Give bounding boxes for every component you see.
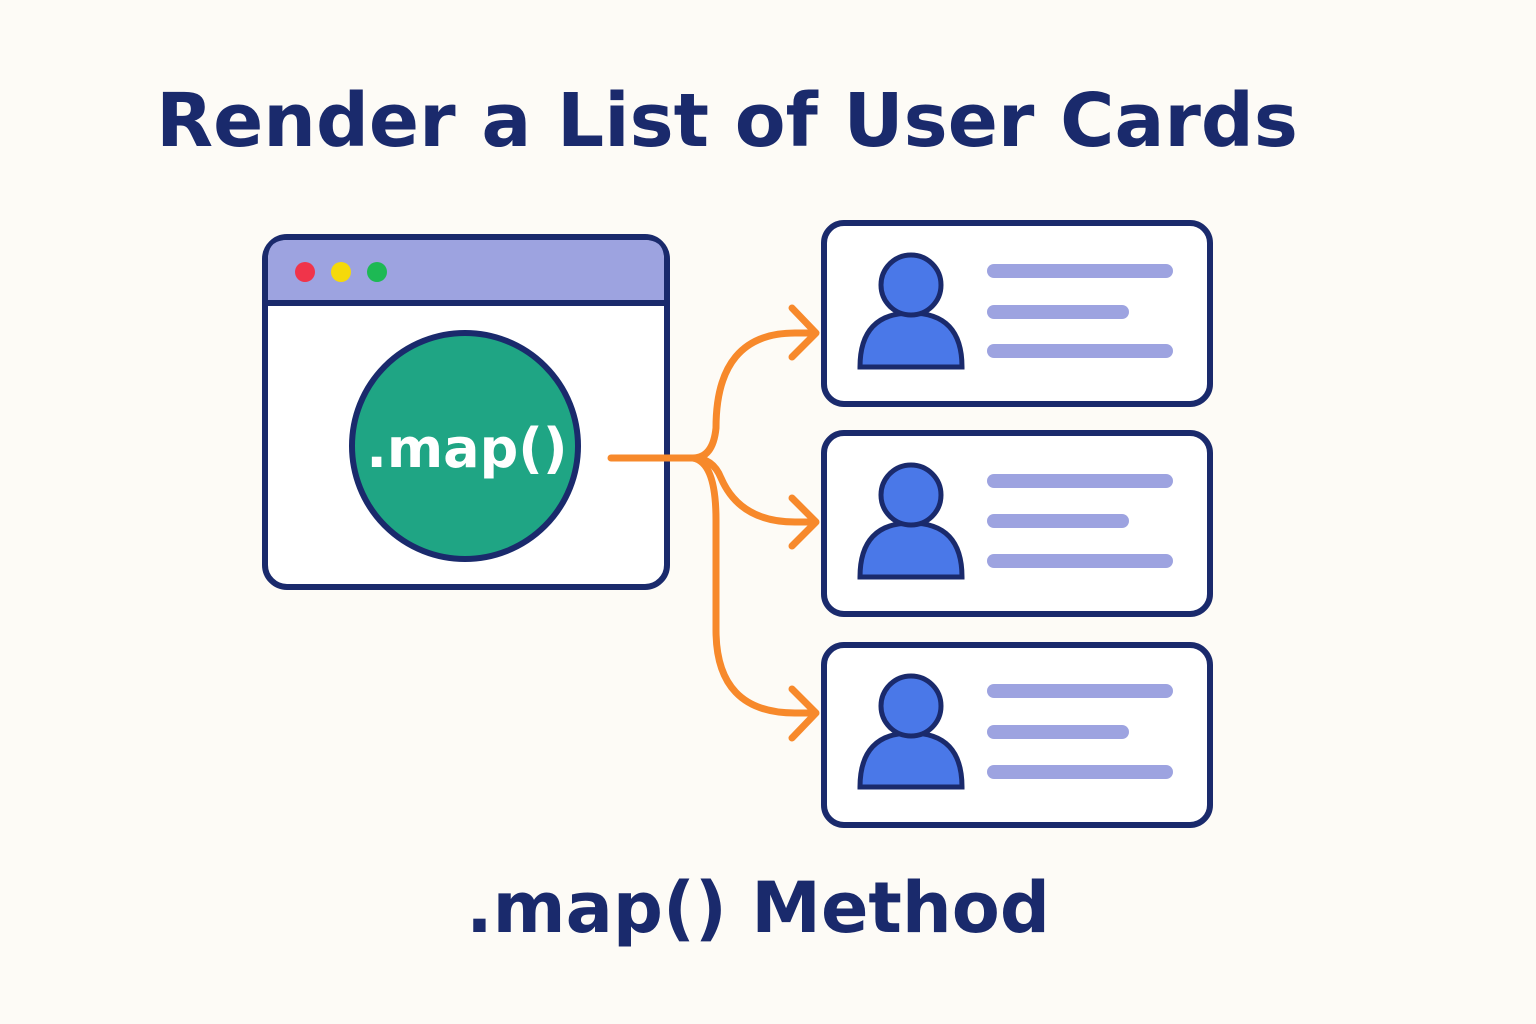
map-circle [349,330,581,562]
arrow-to-card-3 [689,454,816,717]
browser-titlebar [268,240,664,302]
user-card-text-lines [987,684,1173,779]
arrow-to-card-1 [689,329,816,462]
arrowhead-1 [788,304,820,361]
arrow-to-card-2 [689,454,816,526]
diagram-caption: .map() Method [466,867,1050,949]
user-avatar-icon [857,673,965,790]
user-card-text-lines [987,474,1173,568]
user-avatar-icon [857,462,965,580]
arrowhead-3 [788,685,820,742]
user-card [821,220,1213,407]
browser-window: .map() [262,234,670,590]
connector-arrows [607,304,820,742]
user-avatar-icon [857,252,965,370]
arrowhead-2 [788,494,820,550]
close-dot [295,262,315,282]
diagram-title: Render a List of User Cards [156,78,1298,164]
map-circle-label: .map() [366,417,567,480]
minimize-dot [331,262,351,282]
user-card-text-lines [987,264,1173,358]
maximize-dot [367,262,387,282]
user-card [821,430,1213,617]
user-card [821,642,1213,828]
user-card-list [821,220,1213,828]
